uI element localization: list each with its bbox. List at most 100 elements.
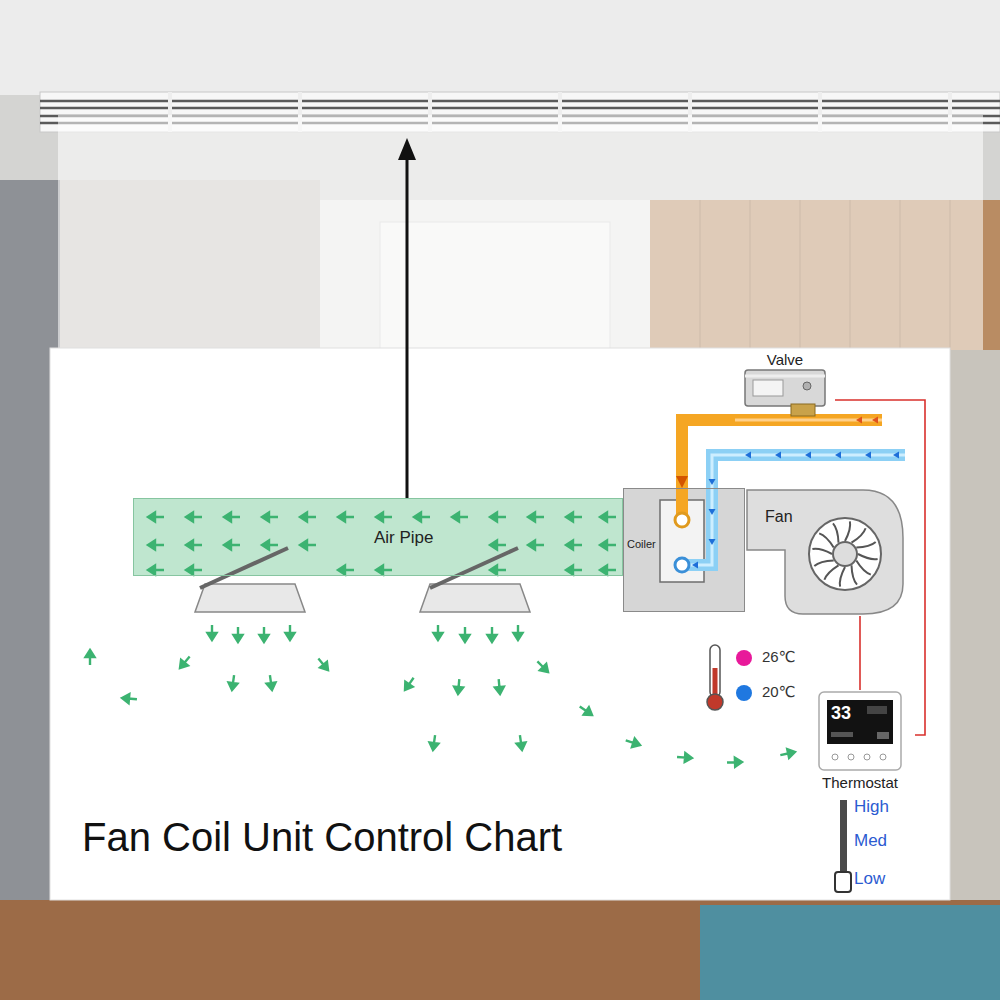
- coil-unit: [623, 488, 745, 612]
- thermometer-icon: [707, 694, 723, 710]
- thermostat-device-art: [832, 754, 838, 760]
- hot-water-pipe: [872, 417, 878, 424]
- room-background: [950, 350, 1000, 900]
- coil-box: Coiler: [623, 488, 745, 612]
- coil-label: Coiler: [627, 538, 656, 551]
- fan-speed-label: Med: [854, 831, 887, 851]
- duct-flow-arrows: [148, 513, 616, 575]
- cold-water-pipe: [865, 452, 871, 459]
- fan-housing-art: [819, 533, 834, 547]
- fan-housing-art: [812, 549, 832, 554]
- duct-flow-arrows: [528, 513, 544, 522]
- room-background: [0, 900, 1000, 1000]
- duct-flow-arrows: [566, 566, 582, 575]
- diffuser: [195, 548, 530, 612]
- air-duct-fill: [133, 498, 623, 576]
- thermostat-device-art: [880, 754, 886, 760]
- supply-arrow: [398, 138, 416, 498]
- diffuser: [200, 548, 288, 588]
- chart-title: Fan Coil Unit Control Chart: [82, 814, 562, 860]
- hot-water-pipe: [676, 488, 688, 514]
- supply-arrow: [406, 156, 409, 498]
- duct-flow-arrows: [186, 566, 202, 575]
- duct-flow-arrows: [566, 541, 582, 550]
- room-air-arrows: [260, 627, 269, 642]
- legend-swatch: [736, 685, 752, 701]
- room-air-arrows: [401, 675, 417, 692]
- cold-water-pipe: [835, 452, 841, 459]
- duct-flow-arrows: [376, 513, 392, 522]
- duct-flow-arrows: [186, 513, 202, 522]
- room-air-arrows: [434, 625, 443, 640]
- thermostat-device-art: [827, 700, 893, 744]
- legend-text: 26℃: [762, 648, 796, 666]
- thermometer-icon: [707, 645, 723, 710]
- cold-water-pipe: [893, 452, 899, 459]
- duct-flow-arrows: [262, 513, 278, 522]
- room-air-arrows: [727, 758, 742, 768]
- duct-flow-arrows: [262, 541, 278, 550]
- duct-flow-arrows: [338, 513, 354, 522]
- thermostat-label: Thermostat: [822, 774, 898, 791]
- fan-housing-art: [852, 565, 858, 584]
- fan-label: Fan: [765, 508, 793, 526]
- thermostat-device-art: [848, 754, 854, 760]
- room-air-arrows: [177, 654, 194, 671]
- room-air-arrows: [624, 736, 641, 749]
- fan-speed-label: Low: [854, 869, 885, 889]
- valve-node-art: [803, 382, 811, 390]
- diffuser: [430, 548, 518, 588]
- speed-slider: [835, 872, 851, 892]
- fan-housing-art: [745, 488, 905, 616]
- duct-flow-arrows: [528, 541, 544, 550]
- thermostat-device-art: [819, 692, 901, 770]
- room-air-arrows: [461, 627, 470, 642]
- thermostat-device-art: [877, 732, 889, 739]
- fan-housing-art: [845, 521, 850, 541]
- duct-flow-arrows: [148, 566, 164, 575]
- cold-water-pipe: [709, 509, 716, 515]
- valve-node-art: [753, 380, 783, 396]
- room-air-arrows: [86, 625, 796, 767]
- room-air-arrows: [86, 650, 95, 665]
- fan-housing-art: [840, 567, 845, 587]
- legend-item: 26℃: [736, 648, 806, 670]
- valve-node: Valve: [735, 350, 835, 428]
- duct-flow-arrows: [148, 541, 164, 550]
- cold-water-pipe: [692, 562, 698, 569]
- hot-water-pipe: [675, 513, 689, 527]
- supply-arrow: [398, 138, 416, 160]
- thermostat-device-art: [864, 754, 870, 760]
- legend-item: 20℃: [736, 683, 806, 705]
- room-air-arrows: [514, 625, 523, 640]
- diagram-panel: [50, 348, 950, 900]
- cold-water-pipe: [775, 452, 781, 459]
- thermometer-icon: [710, 645, 720, 697]
- valve-node-art: [745, 375, 825, 378]
- valve-node-art: [791, 404, 815, 416]
- speed-slider: [840, 800, 847, 876]
- room-air-arrows: [286, 625, 295, 640]
- duct-flow-arrows: [338, 566, 354, 575]
- room-air-arrows: [577, 703, 594, 719]
- cold-water-pipe: [745, 452, 751, 459]
- room-air-arrows: [315, 656, 332, 673]
- duct-flow-arrows: [600, 541, 616, 550]
- duct-flow-arrows: [300, 541, 316, 550]
- cold-water-pipe: [709, 479, 716, 485]
- room-background: [0, 0, 1000, 95]
- fan-housing-art: [852, 528, 866, 543]
- fan-housing-art: [809, 518, 881, 590]
- screen-reading: 33: [831, 703, 851, 724]
- room-air-arrows: [494, 679, 504, 695]
- fan-speed-label: High: [854, 797, 889, 817]
- air-pipe-duct: Air Pipe: [133, 498, 623, 576]
- room-air-arrows: [265, 675, 276, 691]
- legend-text: 20℃: [762, 683, 796, 701]
- duct-flow-arrows: [452, 513, 468, 522]
- room-air-arrows: [454, 679, 464, 695]
- legend-swatch: [736, 650, 752, 666]
- room-air-arrows: [515, 735, 526, 751]
